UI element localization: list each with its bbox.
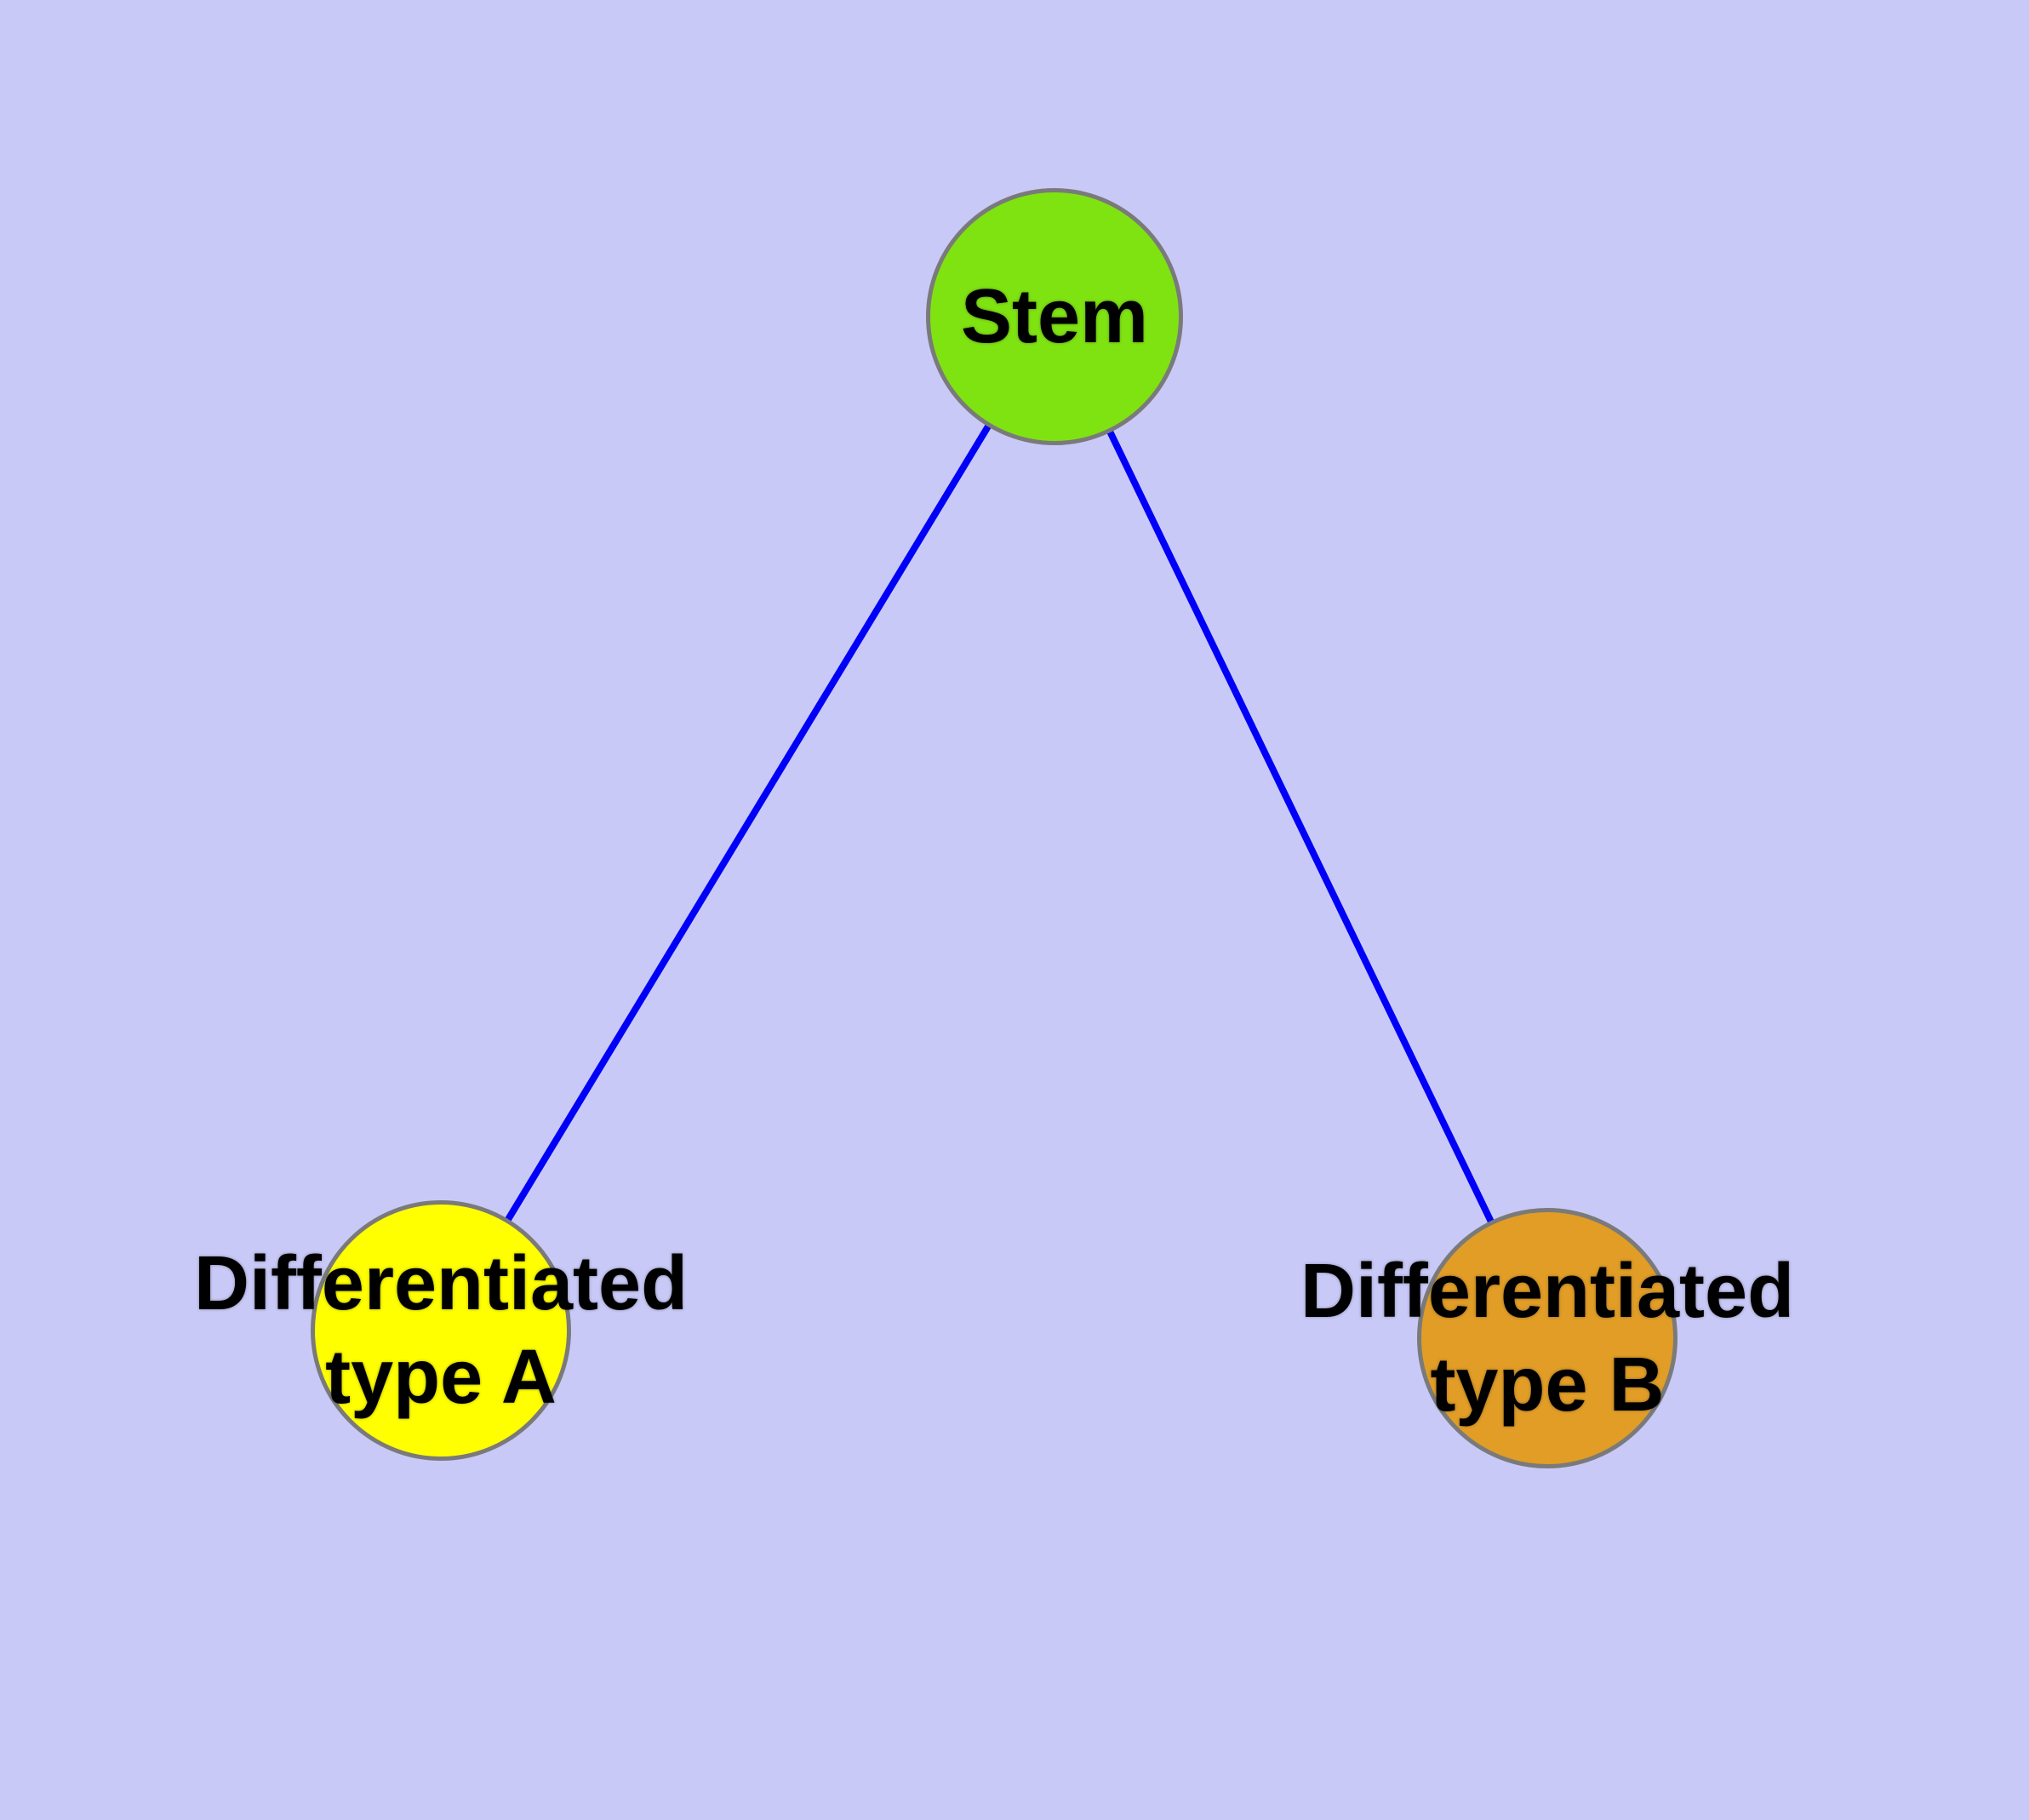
node-label-differentiated-type-b: Differentiated type B <box>1300 1245 1794 1432</box>
node-differentiated-type-a <box>311 1200 571 1461</box>
node-label-differentiated-type-a: Differentiated type A <box>194 1237 688 1424</box>
node-label-type-a-line-2: type A <box>325 1335 557 1420</box>
node-differentiated-type-b <box>1417 1208 1677 1468</box>
node-label-stem: Stem <box>961 270 1148 363</box>
node-label-type-b-line-2: type B <box>1430 1342 1665 1428</box>
node-label-type-b-line-1: Differentiated <box>1300 1249 1795 1334</box>
node-stem <box>926 188 1183 445</box>
edge-stem-to-type-a <box>437 313 1058 1334</box>
node-label-type-a-line-1: Differentiated <box>193 1241 689 1326</box>
edge-stem-to-type-b <box>1051 313 1551 1342</box>
node-label-stem-line-1: Stem <box>960 274 1149 359</box>
